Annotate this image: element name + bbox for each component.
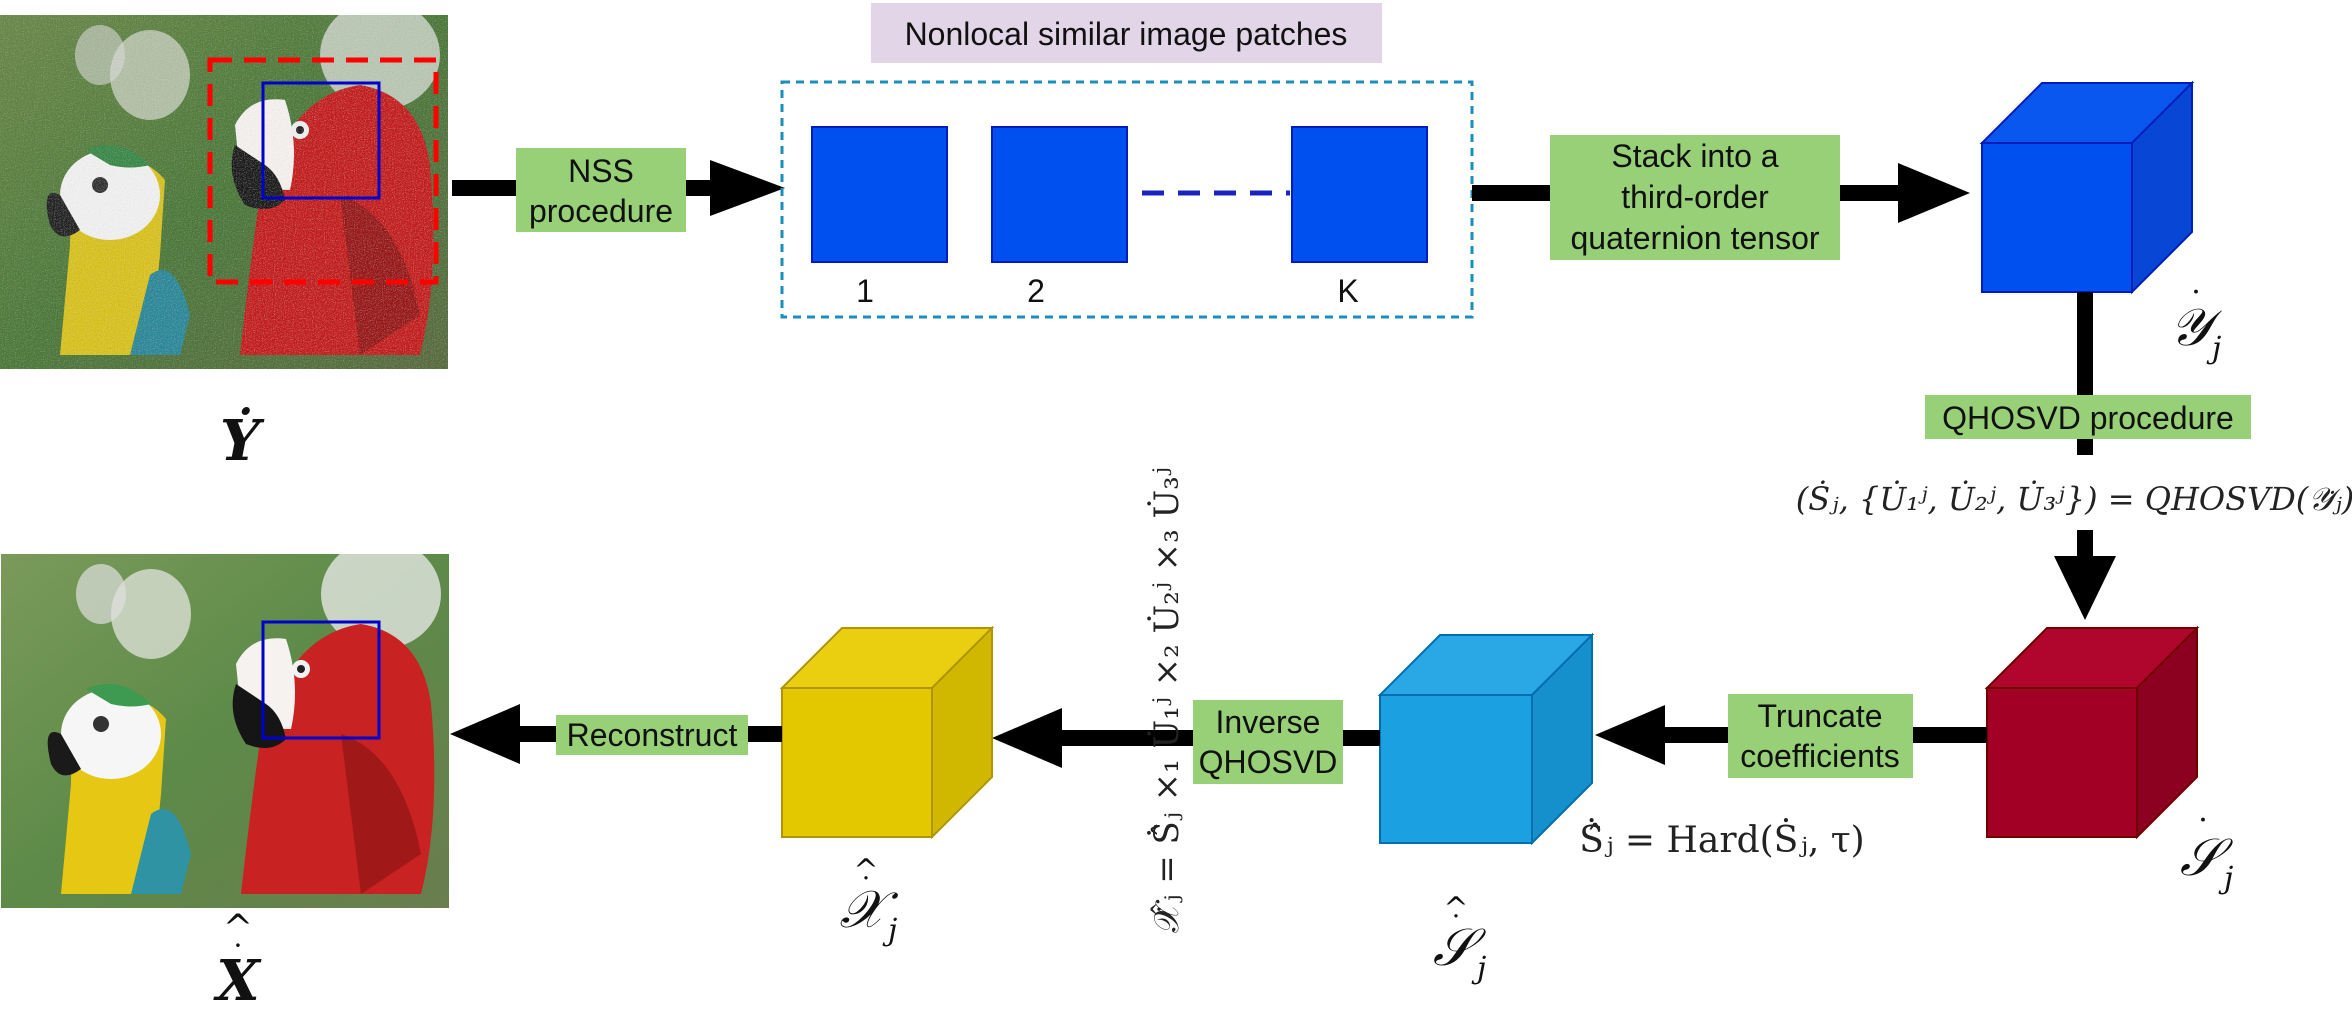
svg-text:coefficients: coefficients — [1740, 738, 1900, 774]
patch-number-1: 1 — [856, 273, 874, 309]
tensor-x-hat-label: 𝒳 j ^ · — [840, 853, 899, 948]
svg-text:·: · — [234, 929, 243, 962]
hard-threshold-equation: Ṡ̂ⱼ = Hard(Ṡⱼ, τ) — [1579, 819, 1864, 861]
svg-text:X: X — [213, 948, 262, 1014]
svg-text:·: · — [2191, 275, 2201, 310]
tensor-s-hat-cube — [1377, 632, 1595, 846]
truncate-step: Truncate coefficients — [1728, 694, 1913, 778]
svg-text:procedure: procedure — [529, 193, 673, 229]
svg-text:third-order: third-order — [1621, 179, 1769, 215]
inverse-equation: 𝒳̇̂ⱼ = Ṡ̂ⱼ ×₁ U̇₁ʲ ×₂ U̇₂ʲ ×₃ U̇₃ʲ — [1146, 467, 1187, 933]
svg-text:^: ^ — [223, 908, 253, 949]
svg-text:Stack into a: Stack into a — [1611, 138, 1778, 174]
qhosvd-equation: (Ṡⱼ, {U̇₁ʲ, U̇₂ʲ, U̇₃ʲ}) = QHOSVD(𝒴̇ⱼ) — [1796, 480, 2352, 518]
patch-1 — [811, 126, 948, 263]
svg-text:NSS: NSS — [568, 153, 634, 189]
svg-text:j: j — [1471, 951, 1486, 986]
tensor-x-hat-cube — [779, 625, 995, 840]
tensor-y-label: 𝒴 j · — [2170, 275, 2223, 366]
nss-step: NSS procedure — [516, 148, 686, 232]
svg-text:j: j — [2218, 861, 2233, 896]
svg-text:Reconstruct: Reconstruct — [567, 717, 738, 753]
svg-text:quaternion tensor: quaternion tensor — [1570, 220, 1819, 256]
tensor-s-cube — [1984, 625, 2200, 840]
restored-patch-box — [261, 620, 381, 740]
tensor-y-cube — [1979, 80, 2195, 295]
reference-patch-box — [261, 81, 381, 200]
svg-text:Inverse: Inverse — [1216, 704, 1321, 740]
svg-text:Nonlocal similar image patches: Nonlocal similar image patches — [905, 16, 1348, 52]
svg-text:QHOSVD procedure: QHOSVD procedure — [1942, 400, 2234, 436]
svg-text:^: ^ — [1443, 891, 1468, 926]
tensor-s-hat-label: 𝒮 j ^ · — [1433, 891, 1487, 986]
svg-text:Truncate: Truncate — [1757, 698, 1882, 734]
tensor-s-label: 𝒮 j · — [2180, 803, 2234, 896]
svg-text:^: ^ — [853, 853, 878, 888]
reconstruct-step: Reconstruct — [556, 715, 748, 755]
patch-2 — [991, 126, 1128, 263]
denoised-image — [1, 554, 449, 908]
patches-title: Nonlocal similar image patches — [871, 3, 1382, 63]
noisy-image-label: Ẏ — [220, 407, 265, 474]
qhosvd-step: QHOSVD procedure — [1925, 395, 2251, 439]
qhosvd-arrow — [2054, 292, 2116, 620]
patch-number-2: 2 — [1027, 273, 1045, 309]
svg-text:·: · — [2198, 803, 2208, 838]
denoised-image-label: X ^ · — [213, 908, 262, 1014]
svg-text:QHOSVD: QHOSVD — [1199, 744, 1338, 780]
noisy-image — [0, 15, 448, 369]
patch-k — [1291, 126, 1428, 263]
search-window-dashed-box — [207, 57, 439, 285]
patch-group: 1 2 K — [780, 80, 1474, 319]
svg-text:·: · — [1452, 902, 1460, 932]
patch-number-k: K — [1337, 273, 1358, 309]
svg-text:·: · — [862, 864, 870, 894]
stack-step: Stack into a third-order quaternion tens… — [1550, 135, 1840, 260]
inverse-step: Inverse QHOSVD — [1193, 700, 1343, 784]
